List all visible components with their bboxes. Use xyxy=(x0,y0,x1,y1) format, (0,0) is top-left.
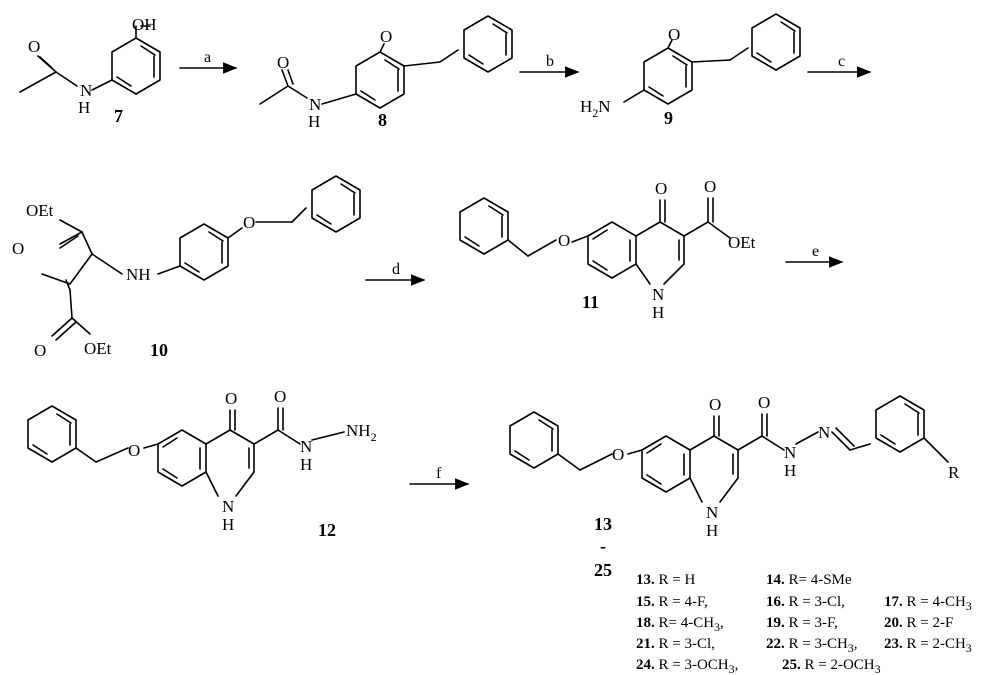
ether-oxygen-label: O xyxy=(380,27,392,46)
compound-11: O O O OEt N H 11 xyxy=(459,177,756,322)
compound-7: OH O N H 7 xyxy=(19,15,161,126)
quinolone-hydrogen-label: H xyxy=(652,303,664,322)
r-group-entry: 19. R = 3-F, xyxy=(766,615,838,631)
ketone-oxygen-label: O xyxy=(225,389,237,408)
enamine-nh-label: NH xyxy=(126,265,151,284)
r-group-entry: 24. R = 3-OCH3, xyxy=(636,657,738,675)
r-group-table: 13. R = H 14. R= 4-SMe 15. R = 4-F, 16. … xyxy=(636,572,972,675)
hydrazide-nh-hydrogen-label: H xyxy=(300,455,312,474)
ester-carbonyl-label: O xyxy=(704,177,716,196)
compound-9: H2N O 9 xyxy=(580,13,801,128)
r-group-entry: 23. R = 2-CH3 xyxy=(884,636,972,655)
compound-8: O O N H 8 xyxy=(259,15,513,131)
reagent-e: e xyxy=(812,243,819,260)
ester-oet-top-label: OEt xyxy=(26,201,54,220)
ester-oet-label: OEt xyxy=(728,233,756,252)
compound-range-end-label: 25 xyxy=(594,560,612,580)
r-group-entry: 16. R = 3-Cl, xyxy=(766,594,845,610)
ether-oxygen-label: O xyxy=(558,231,570,250)
ether-oxygen-label: O xyxy=(128,441,140,460)
amide-hydrogen-label: H xyxy=(78,98,90,117)
ether-oxygen-label: O xyxy=(243,213,255,232)
compound-label-10: 10 xyxy=(150,340,168,360)
r-group-entry: 22. R = 3-CH3, xyxy=(766,636,858,655)
amide-carbonyl-label: O xyxy=(758,393,770,412)
compound-label-7: 7 xyxy=(114,106,123,126)
compound-label-12: 12 xyxy=(318,520,336,540)
compound-label-11: 11 xyxy=(582,292,599,312)
hydrazide-nh-label: N xyxy=(300,437,312,456)
ether-oxygen-label: O xyxy=(612,445,624,464)
r-substituent-label: R xyxy=(948,463,960,482)
amide-hydrogen-label: H xyxy=(308,112,320,131)
quinolone-hydrogen-label: H xyxy=(706,521,718,540)
hydrazone-imine-nitrogen-label: N xyxy=(818,423,830,442)
reagent-f: f xyxy=(436,465,442,482)
carbonyl-oxygen-label: O xyxy=(277,53,289,72)
quinolone-nitrogen-label: N xyxy=(652,285,664,304)
amide-nitrogen-label: N xyxy=(80,81,92,100)
compound-label-8: 8 xyxy=(378,110,387,130)
r-group-entry: 21. R = 3-Cl, xyxy=(636,636,715,652)
compound-13-25: O O O N H N N H R 13 - 25 xyxy=(509,393,960,580)
quinolone-nitrogen-label: N xyxy=(706,503,718,522)
quinolone-hydrogen-label: H xyxy=(222,515,234,534)
r-group-entry: 14. R= 4-SMe xyxy=(766,572,852,588)
reagent-d: d xyxy=(392,261,400,278)
compound-10: OEt O O OEt NH O 10 xyxy=(12,175,361,360)
r-group-entry: 15. R = 4-F, xyxy=(636,594,708,610)
carbonyl-oxygen-label: O xyxy=(28,37,40,56)
ketone-oxygen-label: O xyxy=(655,179,667,198)
amide-nitrogen-label: N xyxy=(309,95,321,114)
quinolone-nitrogen-label: N xyxy=(222,497,234,516)
hydrazone-nh-hydrogen-label: H xyxy=(784,461,796,480)
amide-carbonyl-label: O xyxy=(274,387,286,406)
hydrazone-nh-label: N xyxy=(784,443,796,462)
compound-range-start-label: 13 xyxy=(594,514,612,534)
compound-12: O O O N H NH2 N H 12 xyxy=(27,387,377,540)
ester-carbonyl-bottom-label: O xyxy=(34,341,46,360)
ester-oet-bottom-label: OEt xyxy=(84,339,112,358)
reagent-a: a xyxy=(204,49,211,66)
r-group-entry: 20. R = 2-F xyxy=(884,615,953,631)
r-group-entry: 25. R = 2-OCH3 xyxy=(782,657,881,675)
hydroxyl-label: OH xyxy=(132,15,157,34)
ketone-oxygen-label: O xyxy=(709,395,721,414)
hydrazide-nh2-label: NH2 xyxy=(346,421,377,444)
compound-label-9: 9 xyxy=(664,108,673,128)
reagent-c: c xyxy=(838,53,845,70)
r-group-entry: 18. R= 4-CH3, xyxy=(636,615,724,634)
r-group-entry: 13. R = H xyxy=(636,572,695,588)
ether-oxygen-label: O xyxy=(668,25,680,44)
r-group-entry: 17. R = 4-CH3 xyxy=(884,594,972,613)
compound-range-dash: - xyxy=(600,536,606,556)
reagent-b: b xyxy=(546,53,554,70)
amine-label: H2N xyxy=(580,97,611,120)
ester-carbonyl-top-label: O xyxy=(12,239,24,258)
